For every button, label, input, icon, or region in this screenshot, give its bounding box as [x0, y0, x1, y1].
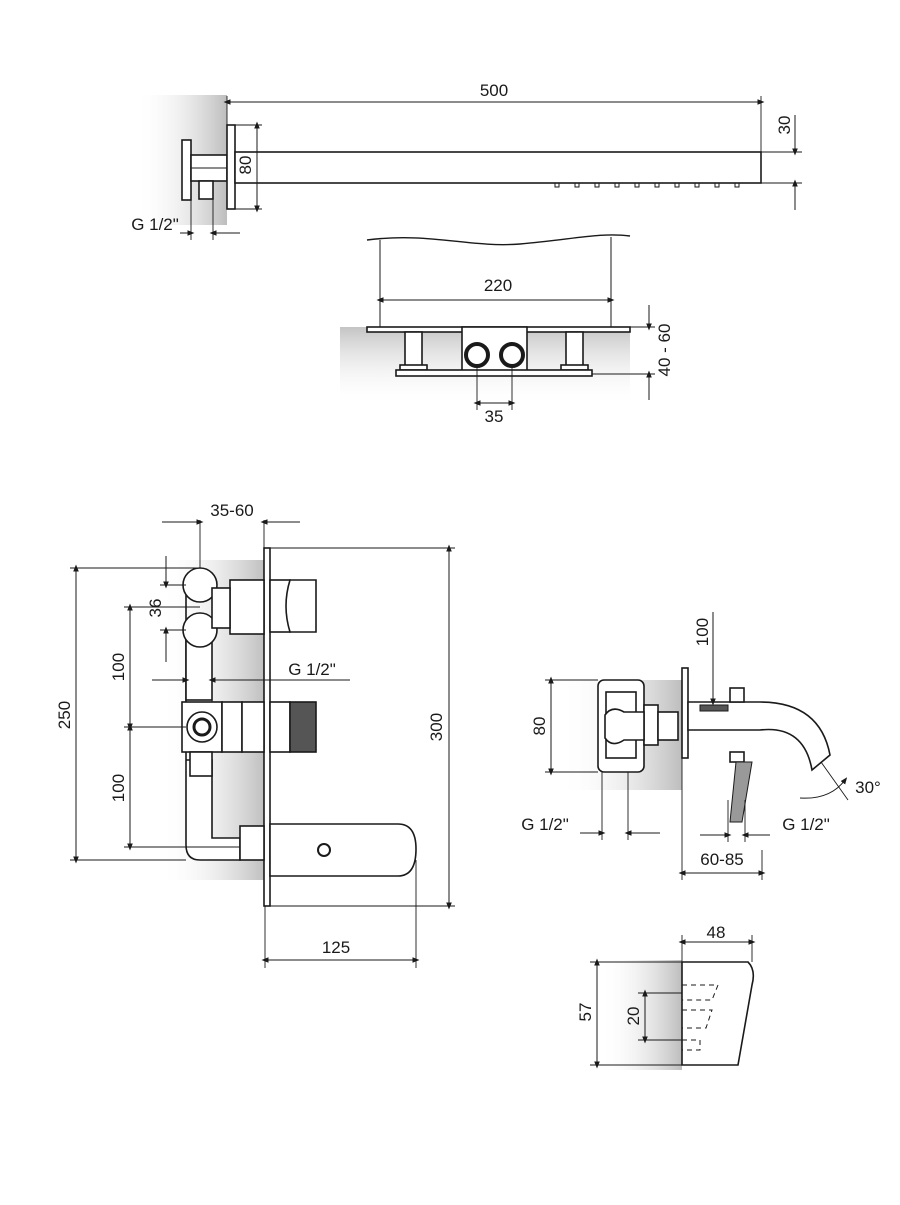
holder-inner-label: 20: [624, 1007, 643, 1026]
diverter-knob: [729, 687, 745, 703]
shower-arm-body: [234, 151, 762, 184]
wall-mixer-drawing: 35-60 36 100 100 250 300 G 1/2": [55, 501, 455, 968]
holder-height-label: 57: [576, 1003, 595, 1022]
spout-thread-right-label: G 1/2": [782, 815, 830, 834]
box-base: [395, 369, 593, 377]
upper-knob: [285, 579, 317, 633]
plate-height-label: 300: [427, 713, 446, 741]
holder-body: [681, 961, 755, 1066]
angle-arc: [799, 777, 848, 799]
box-spacing-label: 35: [485, 407, 504, 426]
arm-length-label: 500: [480, 81, 508, 100]
holder-width-label: 48: [707, 923, 726, 942]
box-leg-left: [404, 331, 423, 368]
mixer-offset-label: 36: [146, 599, 165, 618]
bath-spout-drawing: 100 80 G 1/2" G 1/2" 60-85 30°: [521, 612, 881, 880]
bath-spout: [269, 823, 417, 877]
box-leg-right: [565, 331, 584, 368]
mixer-depth-label: 35-60: [210, 501, 253, 520]
thread-stub: [198, 180, 214, 200]
inlet-right: [499, 342, 525, 368]
flange-label: 80: [236, 156, 255, 175]
upper-cartridge: [229, 579, 265, 635]
hose-outlet: [729, 761, 753, 823]
shower-nozzles: [554, 182, 740, 188]
spout-wall-plate: [681, 667, 689, 759]
box-depth-label: 40 - 60: [655, 324, 674, 377]
concealed-box-drawing: 220 40 - 60 35: [340, 234, 674, 426]
arm-wall-plate: [226, 124, 236, 210]
spout-height-label: 80: [530, 717, 549, 736]
wall-shade: [600, 960, 682, 1070]
total-height-label: 250: [55, 701, 74, 729]
mixer-wall-plate: [263, 547, 271, 907]
mixer-thread-label: G 1/2": [288, 660, 336, 679]
box-width-label: 220: [484, 276, 512, 295]
wall-break-line: [366, 234, 631, 246]
wall-flange: [181, 139, 192, 201]
spout-top-label: 100: [693, 618, 712, 646]
inlet-left: [464, 342, 490, 368]
spout-range-label: 60-85: [700, 850, 743, 869]
spout-thread-left-label: G 1/2": [521, 815, 569, 834]
lower-spacing-label: 100: [109, 774, 128, 802]
spout-body: [687, 701, 831, 772]
arm-height-label: 30: [775, 116, 794, 135]
arm-thread-label: G 1/2": [131, 215, 179, 234]
spout-angle-label: 30°: [855, 778, 881, 797]
shower-arm-drawing: 500 30 80 G 1/2": [131, 81, 802, 240]
upper-spacing-label: 100: [109, 653, 128, 681]
hand-shower-holder-drawing: 48 57 20: [576, 923, 756, 1070]
spout-length-label: 125: [322, 938, 350, 957]
diverter-knob-base: [269, 701, 291, 753]
knurled-knob: [289, 701, 317, 753]
